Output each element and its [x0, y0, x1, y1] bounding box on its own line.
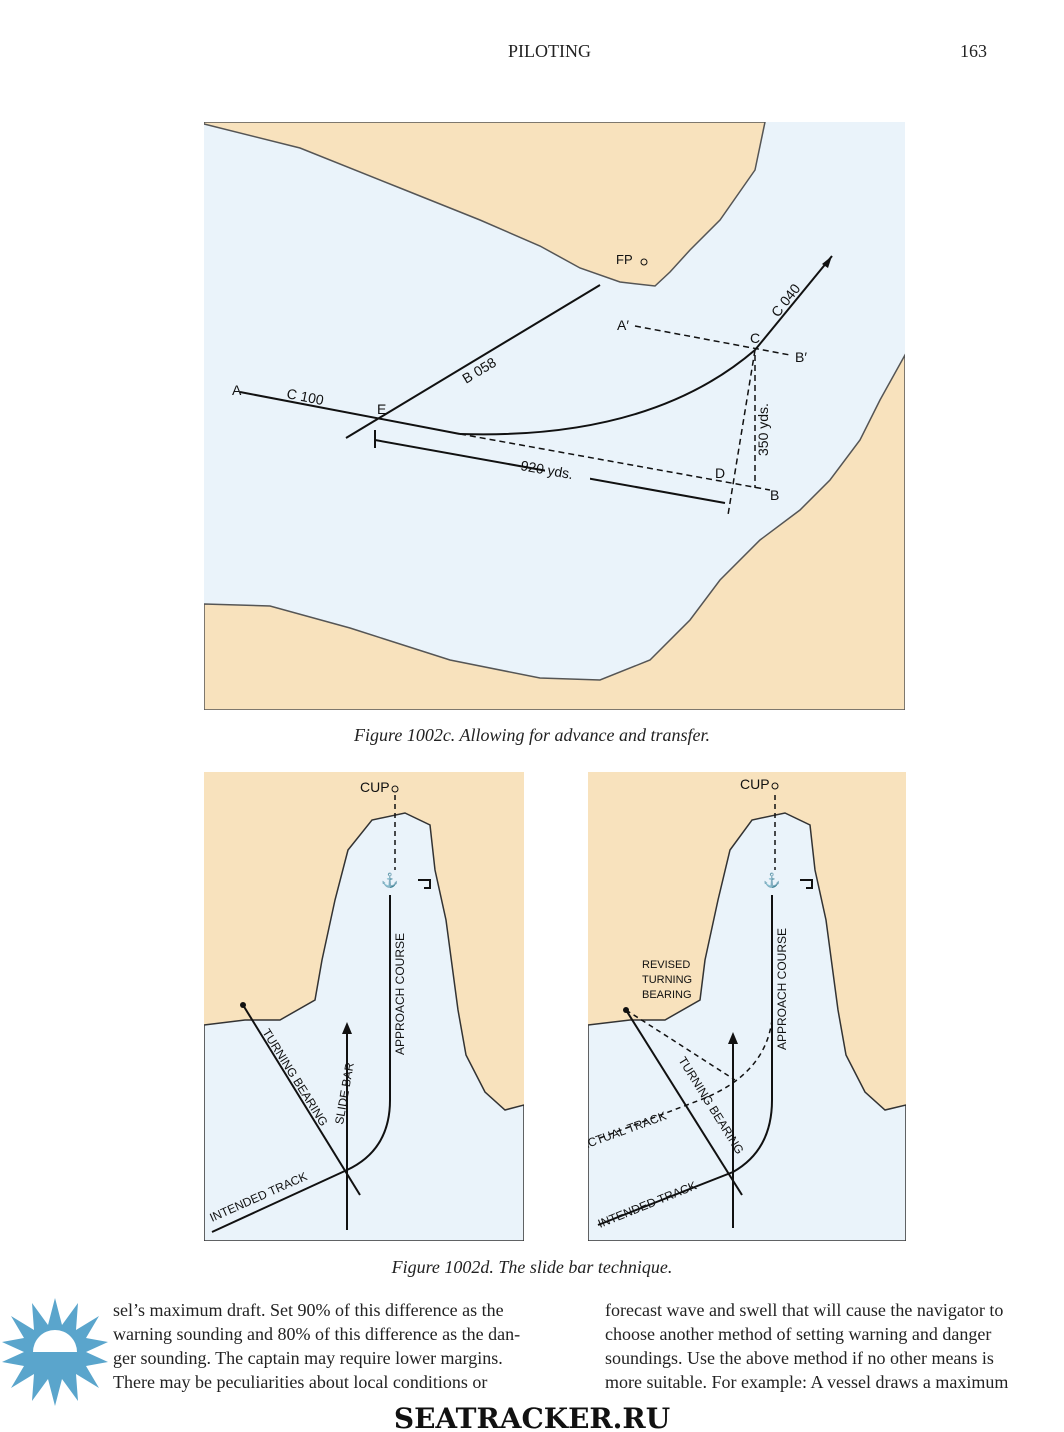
land-north: [204, 122, 766, 287]
label-350-yds: 350 yds.: [755, 403, 771, 456]
label-a-prime: A′: [617, 317, 629, 333]
label-c: C: [750, 330, 760, 346]
label-revised: REVISED: [642, 959, 690, 971]
figure-1002c-caption: Figure 1002c. Allowing for advance and t…: [354, 725, 710, 745]
label-c100: C 100: [285, 385, 325, 408]
anchor-icon: ⚓: [763, 872, 780, 889]
body-line: soundings. Use the above method if no ot…: [605, 1348, 994, 1368]
label-revised-bearing: BEARING: [642, 989, 692, 1001]
label-a: A: [232, 382, 242, 398]
body-line: There may be peculiarities about local c…: [113, 1372, 488, 1392]
body-line: warning sounding and 80% of this differe…: [113, 1324, 521, 1344]
page-number: 163: [960, 41, 987, 61]
label-approach-course: APPROACH COURSE: [393, 933, 407, 1055]
running-header: PILOTING: [508, 41, 591, 61]
label-d: D: [715, 465, 725, 481]
label-cup: CUP: [740, 776, 770, 792]
watermark-text: SEATRACKER.RU: [394, 1402, 670, 1432]
label-b-prime: B′: [795, 349, 807, 365]
body-line: forecast wave and swell that will cause …: [605, 1300, 1004, 1320]
body-line: ger sounding. The captain may require lo…: [113, 1348, 503, 1368]
body-column-left: sel’s maximum draft. Set 90% of this dif…: [113, 1298, 537, 1394]
label-cup: CUP: [360, 779, 390, 795]
label-revised-turning: TURNING: [642, 974, 692, 986]
label-b: B: [770, 487, 779, 503]
label-fp: FP: [616, 252, 633, 267]
label-e: E: [377, 401, 386, 417]
sun-logo-icon: [2, 1298, 108, 1406]
figure-1002d-caption: Figure 1002d. The slide bar technique.: [391, 1257, 673, 1277]
anchor-icon: ⚓: [381, 872, 398, 889]
figure-1002d-left: ⚓ CUP APPROACH COURSE TURNING BEARING SL…: [204, 772, 524, 1241]
body-line: more suitable. For example: A vessel dra…: [605, 1372, 1009, 1392]
figure-1002c: FP A C 100 E B 058 A′ C C 040 B′ 350 yds…: [204, 122, 905, 710]
figure-1002d-right: ⚓ CUP APPROACH COURSE REVISED TURNING BE…: [588, 772, 906, 1241]
land-south: [204, 353, 905, 710]
body-line: choose another method of setting warning…: [605, 1324, 992, 1344]
label-approach-course: APPROACH COURSE: [775, 928, 789, 1050]
body-column-right: forecast wave and swell that will cause …: [605, 1298, 1029, 1394]
body-line: sel’s maximum draft. Set 90% of this dif…: [113, 1300, 504, 1320]
